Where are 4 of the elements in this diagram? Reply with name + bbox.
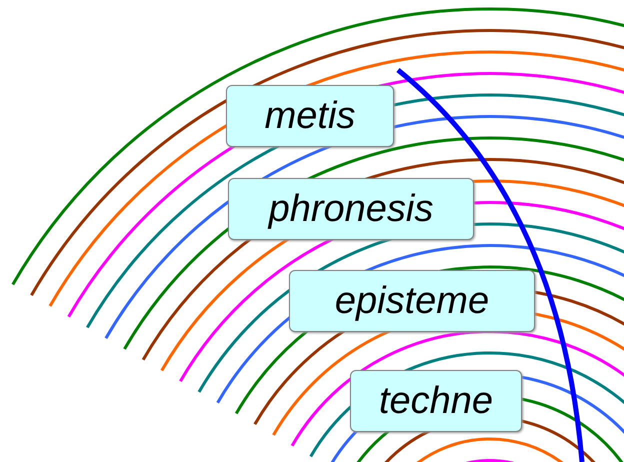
term-box: episteme: [289, 270, 535, 332]
term-box: phronesis: [228, 178, 474, 240]
term-box: techne: [350, 370, 522, 432]
term-box: metis: [226, 85, 394, 147]
